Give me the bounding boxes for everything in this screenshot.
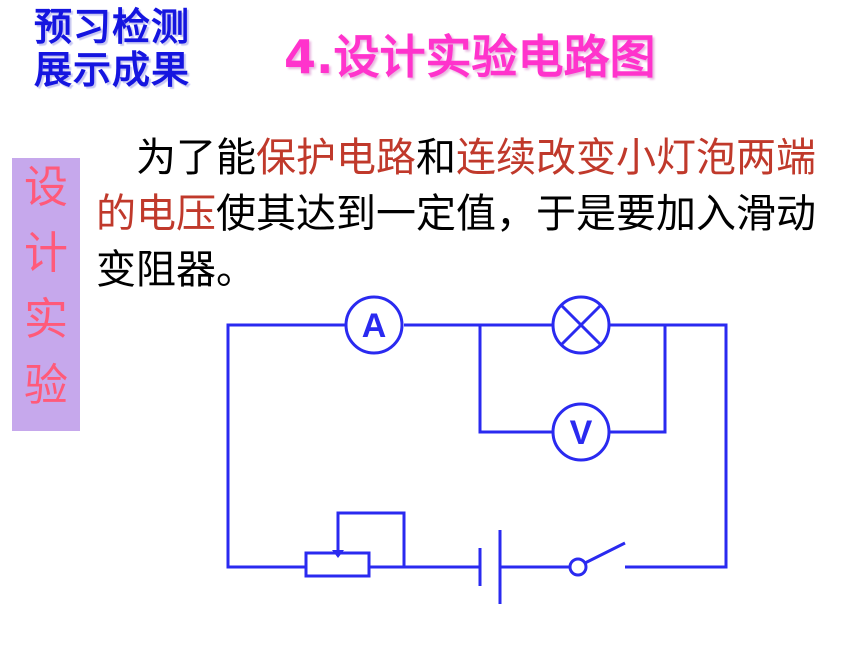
voltmeter-icon: V [551, 402, 611, 462]
highlight-change-voltage: 连续改变小灯泡两端的电压 [96, 135, 816, 237]
sidebar-char-4: 验 [24, 360, 68, 411]
page-title: 4.设计实验电路图 [284, 30, 656, 84]
ammeter-label: A [362, 307, 387, 345]
sidebar-char-1: 设 [24, 162, 68, 213]
wire-branch-left [478, 325, 552, 434]
circuit-wires [226, 323, 728, 569]
wire-slider [336, 511, 480, 569]
section-tag: 预习检测 展示成果 [34, 6, 190, 92]
rheostat-slider-arrow [332, 550, 344, 558]
wire-left [226, 323, 345, 569]
paragraph-text-3: 使其达到一定值，于是要加入滑动变阻器。 [96, 191, 816, 293]
sidebar-panel: 设 计 实 验 [12, 158, 80, 431]
switch-lever [584, 541, 626, 565]
lamp-icon [551, 295, 611, 355]
sidebar-char-3: 实 [24, 294, 68, 345]
wire-branch-right [610, 325, 667, 434]
section-tag-line1: 预习检测 [34, 5, 191, 49]
voltmeter-label: V [570, 414, 593, 452]
paragraph-text-1: 为了能 [136, 135, 256, 181]
section-tag-line2: 展示成果 [34, 48, 191, 92]
switch-pivot [568, 557, 588, 577]
highlight-protect-circuit: 保护电路 [256, 135, 416, 181]
wire-right [610, 323, 728, 569]
sidebar-char-2: 计 [24, 228, 68, 279]
paragraph-text-2: 和 [416, 135, 456, 181]
ammeter-icon: A [344, 295, 404, 355]
description-paragraph: 为了能保护电路和连续改变小灯泡两端的电压使其达到一定值，于是要加入滑动变阻器。 [96, 130, 836, 298]
